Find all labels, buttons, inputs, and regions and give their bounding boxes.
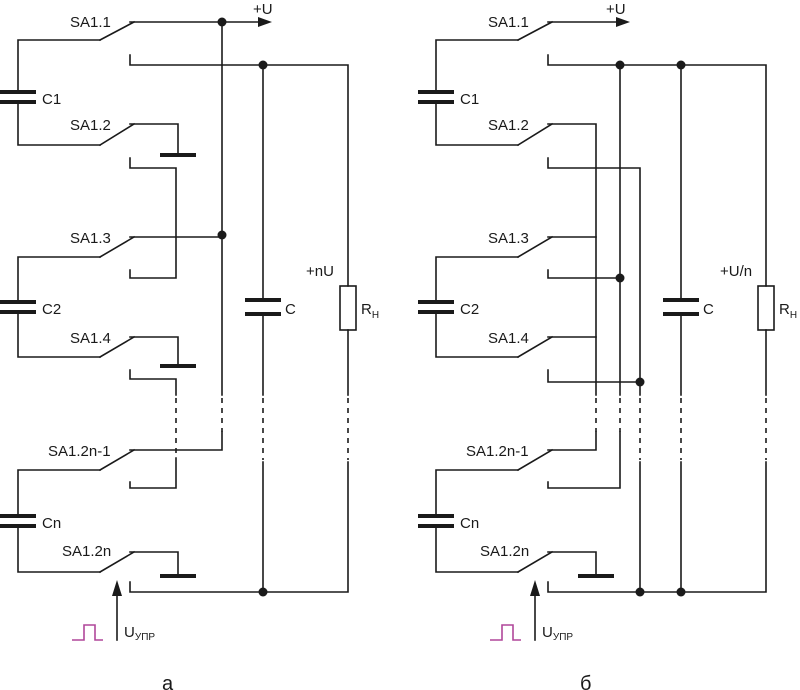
switch-sa1-2n-1-b: [516, 448, 554, 472]
cap-label-c2-b: C2: [460, 301, 479, 318]
output-label-a: +nU: [306, 263, 334, 280]
cap-label-c1: C1: [42, 91, 61, 108]
switch-label-sa1-2n-1-b: SA1.2n-1: [466, 443, 529, 460]
junction-dot: [258, 587, 268, 597]
sa1-2n-1-upper-contact: [129, 431, 223, 451]
cap-label-cn: Cn: [42, 515, 61, 532]
sa1-3-lower-contact-b: [547, 269, 621, 279]
switch-sa1-1: [98, 20, 136, 42]
caption-a: а: [162, 673, 174, 690]
cap-label-cn-b: Cn: [460, 515, 479, 532]
switch-sa1-2-b: [516, 122, 554, 147]
control-arrow-a: [112, 580, 122, 596]
switch-label-sa1-2-b: SA1.2: [488, 117, 529, 134]
c2-wire-b: [435, 256, 519, 358]
caption-b: б: [580, 673, 591, 690]
cn-wire: [17, 469, 101, 573]
switch-sa1-2: [98, 122, 136, 147]
sa1-2-lower-contact: [129, 157, 177, 279]
capacitor-c1: [0, 90, 36, 104]
sa1-4-upper-contact: [129, 336, 179, 367]
output-cap-label-a: C: [285, 301, 296, 318]
control-label-b: UУПР: [542, 624, 573, 643]
sa1-2n-1-lower-contact: [129, 457, 177, 489]
cn-wire-b: [435, 469, 519, 573]
supply-label-a: +U: [253, 1, 273, 18]
sa1-2n-1-lower-contact-b: [547, 431, 621, 489]
junction-dot: [635, 377, 645, 387]
dashed-breaks-b: [595, 398, 767, 460]
load-resistor-b: [757, 285, 775, 331]
supply-arrow-a: [258, 17, 272, 27]
capacitor-cn-b: [418, 514, 454, 528]
capacitor-c2: [0, 300, 36, 314]
switch-sa1-2n-1: [98, 448, 136, 472]
dashed-breaks-a: [175, 398, 349, 460]
c1-wire-b: [435, 39, 519, 146]
output-capacitor-b: [663, 298, 699, 316]
sa1-2-upper-contact: [129, 123, 179, 156]
junction-dot: [217, 230, 227, 240]
switch-label-sa1-3: SA1.3: [70, 230, 111, 247]
control-label-a: UУПР: [124, 624, 155, 643]
control-pulse-icon-b: [490, 624, 521, 641]
junction-dot: [615, 273, 625, 283]
junction-dot: [676, 587, 686, 597]
switch-label-sa1-2n: SA1.2n: [62, 543, 111, 560]
lower-rails-b: [547, 461, 767, 593]
junction-dot: [217, 17, 227, 27]
supply-arrow-b: [616, 17, 630, 27]
switch-sa1-2n-b: [516, 550, 554, 574]
sa1-1-lower-contact: [129, 54, 349, 287]
capacitor-c1-b: [418, 90, 454, 104]
lower-rails-a: [129, 461, 349, 593]
sa1-2n-upper-contact-b: [547, 551, 597, 577]
load-resistor-a: [339, 285, 357, 331]
junction-dot: [258, 60, 268, 70]
capacitor-cn: [0, 514, 36, 528]
switch-sa1-4-b: [516, 335, 554, 359]
sa1-1-lower-contact-b: [547, 54, 767, 287]
sa1-2-lower-contact-b: [547, 157, 641, 383]
output-cap-label-b: C: [703, 301, 714, 318]
supply-label-b: +U: [606, 1, 626, 18]
circuit-b: +U SA1.1 C1 SA1.2 SA1.3 C2 SA1.4 SA1.2n-…: [418, 1, 797, 690]
switch-sa1-3: [98, 235, 136, 259]
switch-label-sa1-1-b: SA1.1: [488, 14, 529, 31]
c1-wire: [17, 39, 101, 146]
load-label-a: RН: [361, 301, 379, 321]
switch-label-sa1-4-b: SA1.4: [488, 330, 529, 347]
junction-dot: [676, 60, 686, 70]
circuit-a: +U SA1.1 C1 SA1.2 SA1.3 C2 SA1.4 SA1.2n-…: [0, 1, 379, 690]
switch-label-sa1-4: SA1.4: [70, 330, 111, 347]
switch-sa1-4: [98, 335, 136, 359]
cap-label-c1-b: C1: [460, 91, 479, 108]
sa1-2-upper-contact-b: [547, 123, 597, 396]
c2-wire: [17, 256, 101, 358]
capacitor-c2-b: [418, 300, 454, 314]
output-label-b: +U/n: [720, 263, 752, 280]
sa1-2n-upper-contact: [129, 551, 179, 577]
switch-label-sa1-1: SA1.1: [70, 14, 111, 31]
switch-sa1-1-b: [516, 20, 554, 42]
switch-label-sa1-2n-b: SA1.2n: [480, 543, 529, 560]
switch-label-sa1-2n-1: SA1.2n-1: [48, 443, 111, 460]
switch-label-sa1-3-b: SA1.3: [488, 230, 529, 247]
sa1-4-lower-contact-b: [547, 369, 641, 396]
junction-dot: [635, 587, 645, 597]
switch-sa1-2n: [98, 550, 136, 574]
sa1-2n-1-upper-contact-b: [547, 431, 597, 451]
junction-dot: [615, 60, 625, 70]
load-label-b: RН: [779, 301, 797, 321]
control-arrow-b: [530, 580, 540, 596]
output-capacitor-a: [245, 298, 281, 316]
sa1-4-lower-contact: [129, 369, 177, 396]
control-pulse-icon-a: [72, 624, 103, 641]
switch-sa1-3-b: [516, 235, 554, 259]
switch-label-sa1-2: SA1.2: [70, 117, 111, 134]
cap-label-c2: C2: [42, 301, 61, 318]
